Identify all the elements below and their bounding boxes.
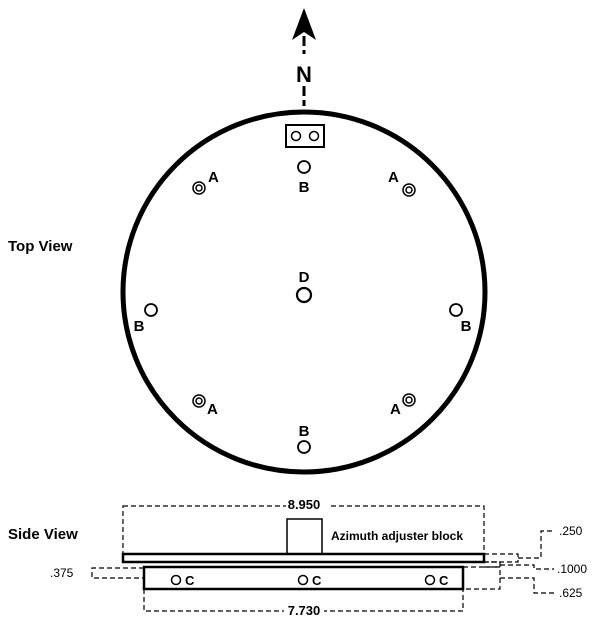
hole-label-c: C bbox=[439, 573, 449, 588]
bottom-width-dim: 7.730 bbox=[288, 603, 321, 618]
gap-dim: .1000 bbox=[557, 562, 587, 576]
top-thickness-dim-lines bbox=[484, 553, 519, 563]
top-thickness-dim: .250 bbox=[559, 524, 583, 538]
hole-label-a: A bbox=[388, 169, 399, 186]
side-top-plate bbox=[121, 552, 486, 564]
top-thickness-leader bbox=[518, 530, 554, 559]
bottom-thickness-leader bbox=[500, 577, 554, 594]
gap-dim-lines bbox=[484, 561, 501, 568]
hole-c-center bbox=[297, 574, 309, 586]
hole-b-top bbox=[297, 160, 311, 174]
north-arrow bbox=[292, 8, 316, 106]
adjuster-block-top bbox=[285, 124, 325, 148]
gap-leader bbox=[500, 564, 554, 570]
top-view-plate bbox=[120, 109, 488, 475]
hole-c-left bbox=[170, 574, 182, 586]
hole-b-bottom bbox=[297, 440, 311, 454]
bottom-thickness-dim-lines bbox=[463, 566, 501, 590]
side-offset-dim-lines bbox=[91, 567, 144, 579]
hole-b-right bbox=[449, 303, 463, 317]
hole-label-c: C bbox=[312, 573, 322, 588]
hole-d-center bbox=[295, 286, 313, 304]
bottom-width-dim-lines bbox=[143, 589, 464, 612]
top-view-title: Top View bbox=[8, 238, 73, 255]
hole-label-a: A bbox=[390, 401, 401, 418]
overall-width-dim: 8.950 bbox=[288, 497, 321, 512]
adjuster-block-label: Azimuth adjuster block bbox=[331, 529, 463, 543]
side-view-title: Side View bbox=[8, 526, 78, 543]
bottom-thickness-dim: .625 bbox=[559, 586, 583, 600]
hole-a-upper-right bbox=[402, 183, 416, 197]
hole-label-d: D bbox=[299, 269, 310, 286]
hole-b-left bbox=[144, 303, 158, 317]
hole-label-b: B bbox=[299, 423, 310, 440]
hole-label-c: C bbox=[185, 573, 195, 588]
adjuster-block-side bbox=[286, 518, 323, 555]
arrow-head-icon bbox=[292, 8, 316, 40]
hole-label-a: A bbox=[208, 169, 219, 186]
hole-label-b: B bbox=[461, 318, 472, 335]
side-offset-dim: .375 bbox=[50, 566, 74, 580]
hole-a-upper-left bbox=[192, 181, 206, 195]
hole-label-b: B bbox=[134, 318, 145, 335]
hole-label-a: A bbox=[207, 401, 218, 418]
north-label: N bbox=[296, 62, 312, 87]
hole-label-b: B bbox=[299, 179, 310, 196]
hole-a-lower-left bbox=[192, 394, 206, 408]
hole-a-lower-right bbox=[402, 393, 416, 407]
hole-c-right bbox=[424, 574, 436, 586]
